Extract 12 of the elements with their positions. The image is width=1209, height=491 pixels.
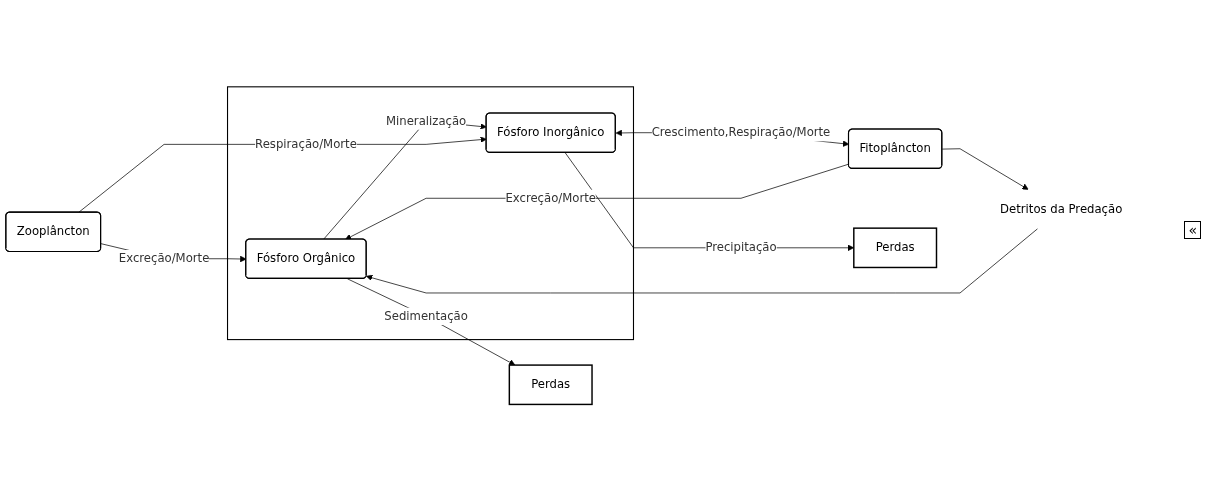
- edge-label: Precipitação: [705, 240, 777, 255]
- edge-label: Excreção/Morte: [505, 190, 596, 205]
- edge-label: Excreção/Morte: [118, 251, 210, 266]
- node-box: Perdas: [853, 227, 938, 269]
- collapse-icon: «: [1184, 221, 1201, 239]
- cluster: [227, 86, 635, 340]
- node-text: Detritos da Predação: [1000, 201, 1123, 216]
- edge-label: Crescimento,Respiração/Morte: [651, 125, 831, 140]
- edge-label: Sedimentação: [384, 308, 468, 323]
- edge-label: Respiração/Morte: [255, 136, 357, 151]
- node-box: Perdas: [508, 364, 593, 406]
- edge-label: Mineralização: [386, 113, 467, 128]
